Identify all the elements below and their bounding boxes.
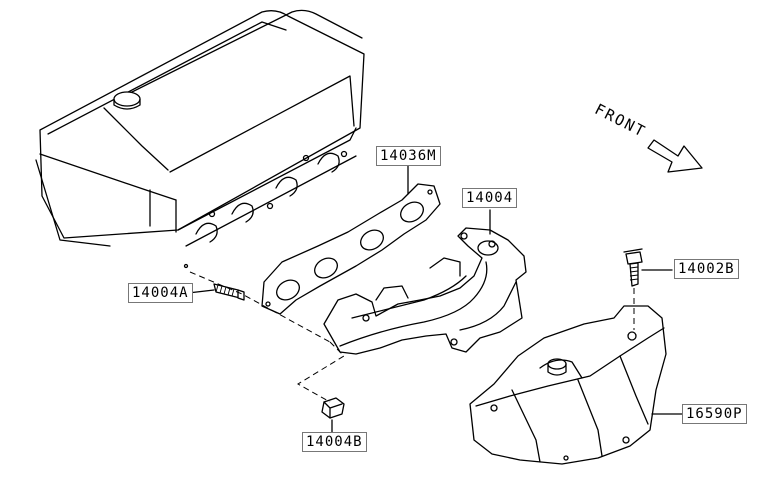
exhaust-gasket [261, 183, 441, 315]
cylinder-head-cover [35, 9, 365, 247]
flange-nut [321, 397, 345, 419]
stud-bolt [213, 283, 245, 301]
front-arrow-icon [647, 139, 703, 173]
part-callout-14004A[interactable]: 14004A [128, 283, 193, 303]
part-callout-14002B[interactable]: 14002B [674, 259, 739, 279]
heat-shield-bolt [623, 248, 643, 287]
leader-lines [187, 165, 683, 433]
heat-shield [469, 305, 667, 465]
exhaust-manifold [323, 227, 527, 355]
part-callout-14004B[interactable]: 14004B [302, 432, 367, 452]
exhaust-ports [183, 150, 348, 269]
assembly-guide-lines [189, 271, 635, 403]
part-callout-14036M[interactable]: 14036M [376, 146, 441, 166]
part-callout-14004[interactable]: 14004 [462, 188, 518, 208]
part-callout-16590P[interactable]: 16590P [682, 404, 747, 424]
